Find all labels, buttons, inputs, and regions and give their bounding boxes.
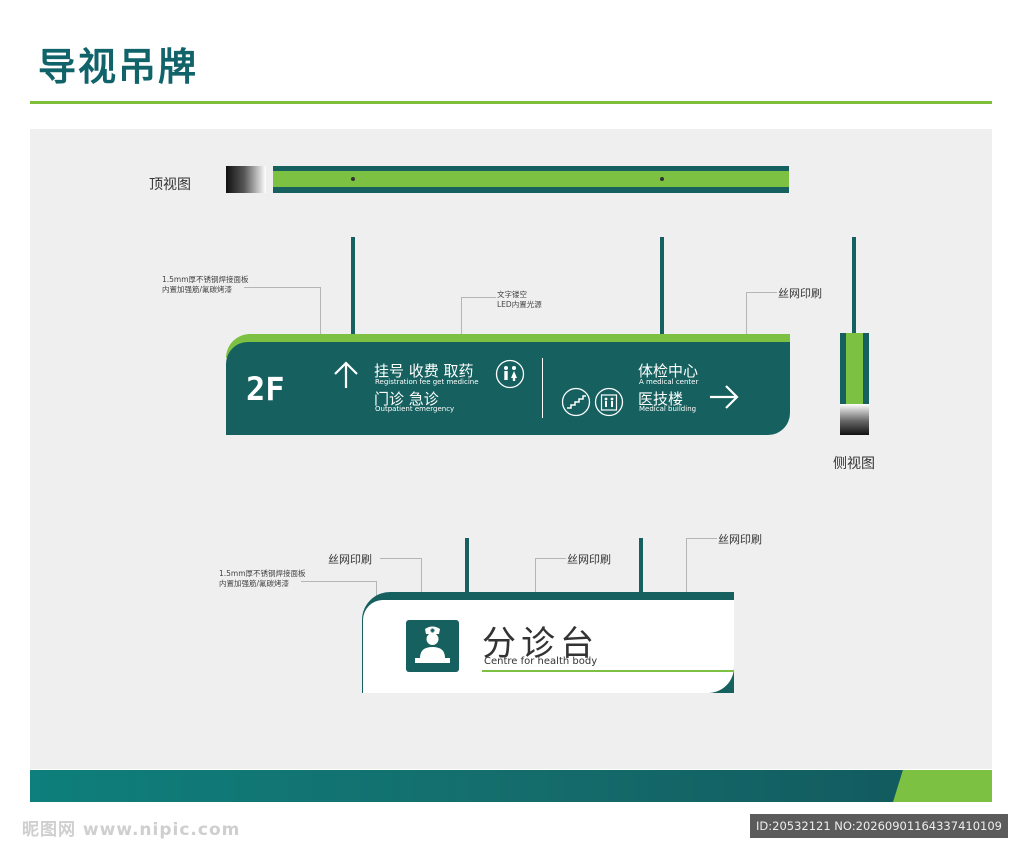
sign-dest-text: 门诊 急诊 bbox=[374, 390, 439, 408]
sign-dest-text: 体检中心 bbox=[638, 362, 699, 380]
sign-dest-text-en: Medical building bbox=[639, 405, 697, 413]
hanging-pole bbox=[639, 538, 643, 592]
leader-line bbox=[461, 297, 496, 344]
note-line: 1.5mm厚不锈钢焊接面板 bbox=[162, 275, 249, 284]
triage-title-en: Centre for health body bbox=[484, 656, 598, 667]
image-id-bar: ID:20532121 NO:20260901164337410109 bbox=[750, 814, 1008, 838]
leader-line bbox=[746, 292, 777, 365]
stairs-icon bbox=[561, 387, 591, 417]
triage-underline bbox=[482, 670, 734, 672]
footer-band bbox=[30, 770, 992, 802]
sign-dest-text: 医技楼 bbox=[638, 390, 684, 408]
restroom-icon bbox=[495, 359, 525, 389]
top-view-green-strip bbox=[273, 171, 789, 187]
right-arrow-icon bbox=[710, 385, 739, 409]
watermark: 昵图网 www.nipic.com bbox=[22, 820, 241, 840]
hanging-pole bbox=[660, 237, 664, 334]
panel-material-note: 1.5mm厚不锈钢焊接面板 内置加强筋/氟碳烤漆 bbox=[219, 569, 306, 589]
top-view-label: 顶视图 bbox=[149, 177, 191, 193]
led-text-note: 文字镂空 LED内置光源 bbox=[497, 290, 542, 310]
floor-number: 2F bbox=[246, 370, 285, 408]
sign-dest-text-en: A medical center bbox=[639, 378, 699, 386]
side-view-end-cap bbox=[840, 404, 869, 435]
side-view-green-strip bbox=[846, 333, 863, 404]
elevator-icon bbox=[594, 387, 624, 417]
up-arrow-icon bbox=[334, 361, 358, 388]
leader-line bbox=[535, 558, 566, 625]
hanging-pole bbox=[465, 538, 469, 592]
leader-line bbox=[686, 538, 717, 608]
screen-print-note: 丝网印刷 bbox=[328, 553, 372, 566]
leader-line bbox=[380, 558, 422, 621]
triage-title: 分诊台 bbox=[482, 624, 599, 664]
sign-divider bbox=[542, 358, 543, 418]
screen-print-note: 丝网印刷 bbox=[718, 533, 762, 546]
hanging-pole bbox=[351, 237, 355, 334]
note-line: LED内置光源 bbox=[497, 300, 542, 309]
page-title: 导视吊牌 bbox=[38, 45, 199, 89]
directional-sign bbox=[226, 342, 790, 435]
note-line: 内置加强筋/氟碳烤漆 bbox=[219, 579, 290, 588]
sign-dest-text-en: Outpatient emergency bbox=[375, 405, 455, 413]
nurse-icon bbox=[406, 620, 459, 672]
note-line: 内置加强筋/氟碳烤漆 bbox=[162, 285, 233, 294]
title-underline bbox=[30, 101, 992, 104]
sign-dest-text: 挂号 收费 取药 bbox=[374, 362, 474, 380]
screen-print-note: 丝网印刷 bbox=[778, 287, 822, 300]
panel-material-note: 1.5mm厚不锈钢焊接面板 内置加强筋/氟碳烤漆 bbox=[162, 275, 249, 295]
side-view-label: 侧视图 bbox=[833, 456, 875, 472]
screen-print-note: 丝网印刷 bbox=[567, 553, 611, 566]
sign-dest-text-en: Registration fee get medicine bbox=[375, 378, 479, 386]
top-view-mount-point bbox=[660, 177, 664, 181]
footer-green-accent bbox=[893, 770, 992, 802]
note-line: 1.5mm厚不锈钢焊接面板 bbox=[219, 569, 306, 578]
side-view-pole bbox=[852, 237, 856, 333]
top-view-mount-point bbox=[351, 177, 355, 181]
note-line: 文字镂空 bbox=[497, 290, 527, 299]
top-view-end-cap bbox=[226, 166, 266, 193]
leader-line bbox=[244, 287, 321, 342]
